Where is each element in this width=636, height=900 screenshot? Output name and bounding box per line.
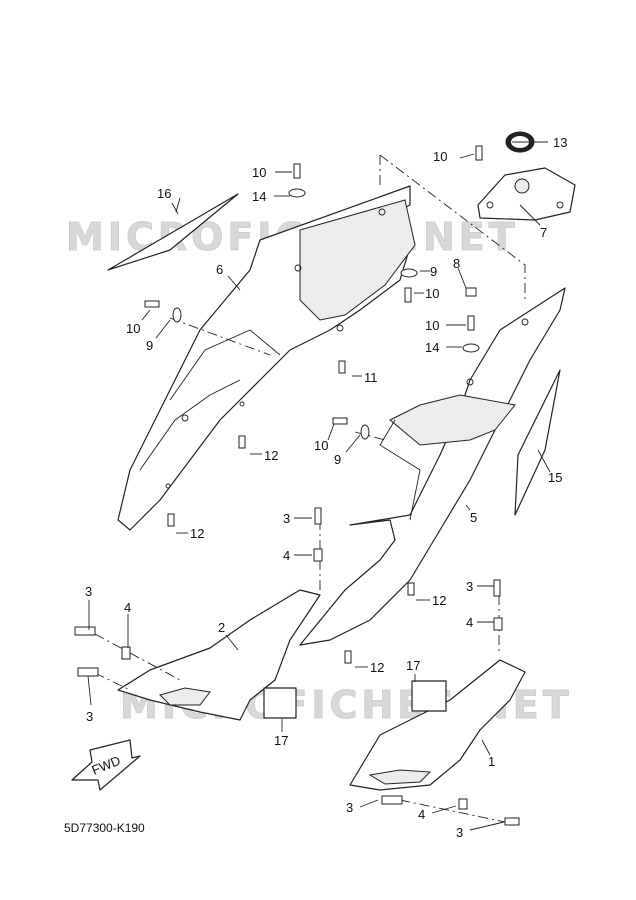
callout-15: 15 (548, 470, 562, 485)
callout-16: 16 (157, 186, 171, 201)
callout-3: 3 (283, 511, 290, 526)
lower-cover-2 (117, 589, 321, 721)
callout-10: 10 (126, 321, 140, 336)
leader-lines (87, 141, 551, 831)
callout-10: 10 (433, 149, 447, 164)
callout-10: 10 (425, 318, 439, 333)
callout-9: 9 (146, 338, 153, 353)
assembly-line (94, 633, 181, 691)
assembly-line (379, 154, 526, 300)
callout-6: 6 (216, 262, 223, 277)
callout-12: 12 (432, 593, 446, 608)
callout-9: 9 (334, 452, 341, 467)
lower-cover-1 (349, 659, 526, 791)
pad-17-right (411, 680, 447, 712)
diagram-code: 5D77300-K190 (64, 821, 145, 835)
callout-7: 7 (540, 225, 547, 240)
callout-14: 14 (425, 340, 439, 355)
callout-2: 2 (218, 620, 225, 635)
callout-12: 12 (370, 660, 384, 675)
callout-4: 4 (283, 548, 290, 563)
fwd-arrow: FWD (71, 739, 141, 791)
side-cover-5 (299, 287, 566, 646)
callout-10: 10 (314, 438, 328, 453)
side-cover-6 (117, 185, 416, 531)
callout-1: 1 (488, 754, 495, 769)
callout-12: 12 (264, 448, 278, 463)
fasteners (74, 145, 520, 826)
callout-10: 10 (252, 165, 266, 180)
callout-13: 13 (553, 135, 567, 150)
decal-15 (514, 369, 561, 516)
callout-17: 17 (274, 733, 288, 748)
bracket-7 (477, 167, 576, 221)
callout-12: 12 (190, 526, 204, 541)
callout-10: 10 (425, 286, 439, 301)
callout-14: 14 (252, 189, 266, 204)
callout-3: 3 (466, 579, 473, 594)
callout-3: 3 (346, 800, 353, 815)
assembly-line (399, 799, 506, 823)
callout-3: 3 (456, 825, 463, 840)
callout-4: 4 (418, 807, 425, 822)
callout-3: 3 (85, 584, 92, 599)
callout-3: 3 (86, 709, 93, 724)
pad-17-left (263, 687, 297, 719)
callout-17: 17 (406, 658, 420, 673)
assembly-line (354, 431, 386, 441)
callout-8: 8 (453, 256, 460, 271)
assembly-line (169, 317, 271, 356)
callout-5: 5 (470, 510, 477, 525)
callout-4: 4 (124, 600, 131, 615)
decal-16 (107, 193, 239, 271)
callout-4: 4 (466, 615, 473, 630)
callout-9: 9 (430, 264, 437, 279)
callout-11: 11 (364, 370, 378, 385)
